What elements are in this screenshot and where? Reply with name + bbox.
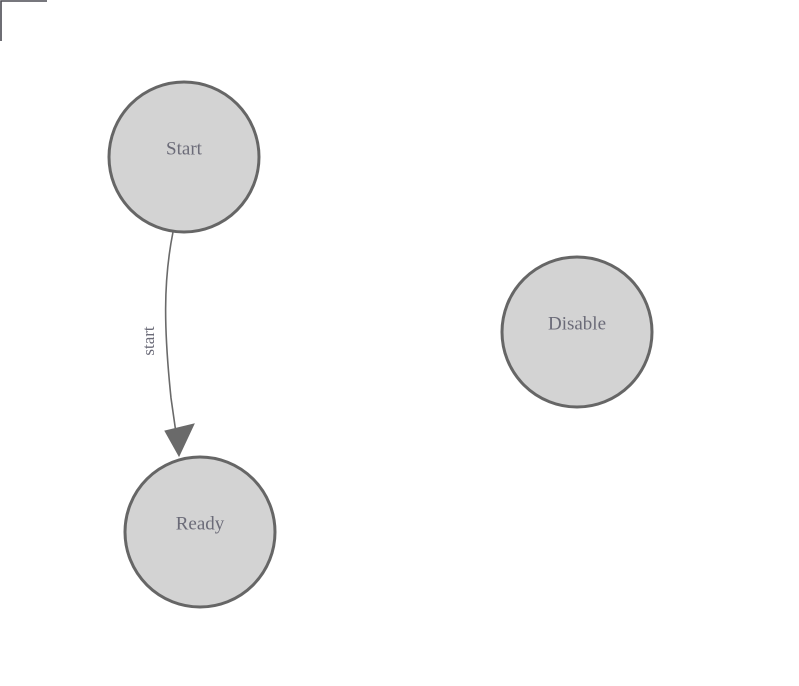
node-start[interactable]: Start [107, 80, 261, 234]
edge-start-to-ready[interactable]: start [139, 231, 195, 458]
node-disable-circle [500, 255, 654, 409]
edge-label-start: start [139, 326, 158, 356]
node-ready[interactable]: Ready [123, 455, 277, 609]
node-ready-label: Ready [176, 513, 225, 534]
node-ready-circle [123, 455, 277, 609]
node-start-label: Start [166, 138, 203, 159]
arrowhead-icon [164, 423, 195, 458]
node-disable-label: Disable [548, 313, 606, 334]
selection-corner-bracket-icon [0, 0, 47, 41]
node-start-circle [107, 80, 261, 234]
node-disable[interactable]: Disable [500, 255, 654, 409]
edge-path-start-to-ready [164, 231, 178, 441]
